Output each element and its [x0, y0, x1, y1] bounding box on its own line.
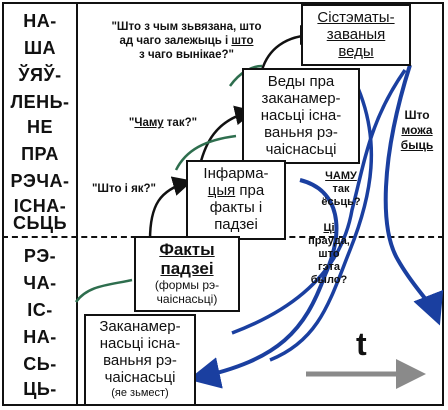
wave-green-1 — [74, 278, 133, 303]
box-subtitle: (формы рэ- — [154, 278, 220, 292]
note-line: ЧАМУ — [325, 170, 357, 182]
box-line: Заканамер- — [99, 318, 181, 335]
arrow-knowledge-loop — [269, 74, 374, 362]
box-line: чаіснасьці — [265, 141, 337, 158]
box-line: насьці існа- — [99, 335, 181, 352]
note-line: Што — [404, 108, 430, 122]
side-label-line: ІС- — [27, 300, 53, 320]
note-line: гэта — [317, 261, 341, 273]
question-what-can-be: Што можа быць — [392, 108, 442, 153]
quote-underlined: што — [231, 35, 254, 47]
box-line: Інфарма- — [203, 165, 269, 182]
box-line: Сістэматы- — [317, 9, 395, 26]
side-label-line: НЕ — [26, 117, 53, 137]
box-title: Факты — [159, 240, 215, 259]
question-why-exists: ЧАМУ так ёсьць? — [312, 170, 370, 209]
side-label-line: ША — [23, 38, 57, 58]
side-label-line: НА- — [23, 11, 57, 31]
box-information: Інфарма- цыя пра факты і падзеі — [186, 160, 286, 240]
note-line: што — [318, 248, 340, 260]
side-label-line: ЦЬ- — [23, 379, 57, 399]
side-label-line: НА- — [23, 327, 57, 347]
box-systematized-knowledge: Сістэматы- заваныя веды — [301, 4, 411, 66]
box-line: ваньня рэ- — [103, 352, 177, 369]
note-line: можа — [401, 123, 433, 137]
box-line: Веды пра — [267, 73, 335, 90]
arrow-facts-to-info — [148, 176, 193, 241]
side-label-line: ЛЕНЬ- — [10, 92, 70, 112]
box-line: падзеі — [214, 216, 258, 233]
arrow-info-to-knowledge — [198, 105, 255, 166]
side-label-line: ПРА — [21, 144, 59, 164]
quote-what-connected: "Што з чым зьвязана, што ад чаго залежыц… — [84, 20, 289, 62]
arrow-info-to-laws — [188, 178, 339, 389]
box-line: ваньня рэ- — [264, 124, 338, 141]
note-line: ёсьць? — [321, 196, 361, 208]
box-line: заваныя — [326, 26, 386, 43]
wave-green-2 — [174, 134, 237, 171]
box-subtitle: чаіснасьці) — [156, 292, 218, 306]
side-label-line: ЧА- — [23, 273, 57, 293]
quote-text: " — [128, 117, 135, 129]
box-text: цыя — [207, 182, 236, 199]
quote-line: з чаго вынікае?" — [139, 49, 234, 61]
side-label-line: ІСНА- — [13, 196, 67, 216]
box-text: пра — [235, 182, 265, 199]
box-line: (яе зьмест) — [111, 387, 169, 399]
quote-underlined: Чаму — [134, 117, 164, 129]
side-label-line: РЭЧА- — [10, 171, 70, 191]
question-what-how: "Што і як?" — [91, 183, 157, 195]
box-title: падзеі — [160, 259, 214, 278]
question-is-true: Ці праўда, што гэта было? — [306, 222, 352, 287]
quote-text: так?" — [163, 117, 198, 129]
box-line: заканамер- — [261, 90, 341, 107]
box-laws-existence: Заканамер- насьці існа- ваньня рэ- чаісн… — [84, 314, 196, 406]
quote-text: ад чаго залежыць і — [119, 35, 232, 47]
note-line: праўда, — [308, 235, 350, 247]
box-line: насьці існа- — [260, 107, 342, 124]
left-column — [2, 2, 78, 406]
arrow-systems-what-can — [383, 64, 444, 326]
side-label-line: СЬ- — [23, 354, 57, 374]
side-label-line: СЬЦЬ — [12, 213, 68, 233]
diagram-frame — [2, 2, 444, 406]
note-line: быць — [400, 138, 434, 152]
arrow-systems-to-knowledge — [231, 68, 407, 335]
box-line: цыя пра — [188, 182, 284, 199]
side-label-line: РЭ- — [23, 246, 57, 266]
note-line: было? — [310, 274, 348, 286]
box-line: веды — [338, 43, 374, 60]
question-why-so: "Чаму так?" — [118, 116, 208, 130]
box-facts-events: Факты падзеі (формы рэ- чаіснасьці) — [134, 236, 240, 312]
time-label: t — [356, 326, 367, 362]
quote-line: "Што з чым зьвязана, што — [111, 21, 262, 33]
box-knowledge-laws: Веды пра заканамер- насьці існа- ваньня … — [242, 68, 360, 164]
box-line: факты і — [209, 199, 263, 216]
note-line: так — [332, 183, 350, 195]
side-label-line: ЎЯЎ- — [18, 65, 62, 85]
quote-line: ад чаго залежыць і што — [84, 34, 289, 48]
box-line: чаіснасьці — [104, 369, 176, 386]
note-line: Ці — [323, 222, 335, 234]
